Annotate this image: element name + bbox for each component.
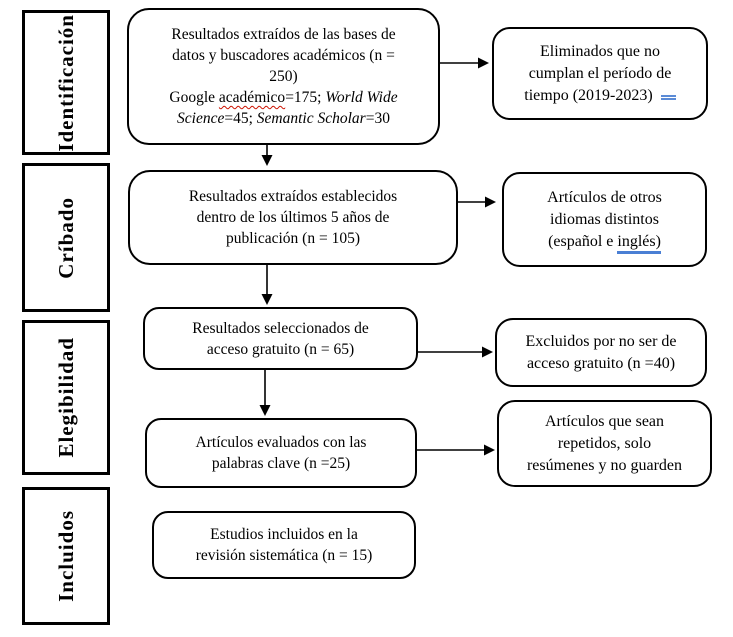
flow-box-keywords-line1: Artículos evaluados con las xyxy=(195,434,367,451)
stage-box-elegibilidad: Elegibilidad xyxy=(22,320,110,475)
text-semantic-scholar: Semantic Scholar xyxy=(256,110,366,127)
flow-box-sources-line4: Google académico=175; World Wide xyxy=(129,87,438,108)
flow-box-included: Estudios incluidos en la revisión sistem… xyxy=(152,511,416,579)
exclusion-box-not-free: Excluidos por no ser de acceso gratuito … xyxy=(495,318,707,387)
exclusion-box-repeated-line3: resúmenes y no guarden xyxy=(526,456,683,474)
grammar-mark-icon xyxy=(660,94,676,100)
flow-box-sources-line1: Resultados extraídos de las bases de xyxy=(171,26,396,43)
exclusion-box-repeated: Artículos que sean repetidos, solo resúm… xyxy=(497,400,712,487)
flow-box-sources-line3: 250) xyxy=(269,68,298,85)
flow-box-last-5-years-line1: Resultados extraídos establecidos xyxy=(188,188,398,205)
flow-box-keywords-line2: palabras clave (n =25) xyxy=(211,455,351,472)
stage-label-elegibilidad: Elegibilidad xyxy=(53,337,78,458)
flow-box-free-access-line1: Resultados seleccionados de xyxy=(192,319,369,337)
flow-box-free-access-line2: acceso gratuito (n = 65) xyxy=(206,340,355,358)
flow-box-last-5-years: Resultados extraídos establecidos dentro… xyxy=(128,170,458,265)
flow-box-last-5-years-line3: publicación (n = 105) xyxy=(226,230,360,247)
text-30: =30 xyxy=(365,110,390,127)
stage-label-identificacion: Identificación xyxy=(53,13,78,152)
stage-box-identificacion: Identificación xyxy=(22,10,110,155)
flow-box-last-5-years-line2: dentro de los últimos 5 años de xyxy=(196,209,390,226)
stage-label-incluidos: Incluidos xyxy=(53,510,78,602)
grammar-underline-ingles: inglés) xyxy=(617,232,661,252)
spell-error-academico: académico xyxy=(218,89,286,106)
text-espanol: (español e xyxy=(548,232,618,250)
exclusion-box-languages-line2: idiomas distintos xyxy=(550,210,659,228)
exclusion-box-not-free-line1: Excluidos por no ser de xyxy=(525,332,677,350)
text-google: Google xyxy=(169,89,219,106)
stage-label-cribado: Críbado xyxy=(53,196,78,279)
exclusion-box-languages-line3: (español e inglés) xyxy=(504,231,705,253)
exclusion-box-repeated-line2: repetidos, solo xyxy=(557,434,652,452)
text-tiempo: tiempo (2019-2023) xyxy=(524,86,653,104)
flow-box-sources-line5: Science=45; Semantic Scholar=30 xyxy=(129,108,438,129)
flow-box-sources-line2: datos y buscadores académicos (n = xyxy=(172,47,395,64)
text-world-wide: World Wide xyxy=(325,89,398,106)
exclusion-box-period-line3: tiempo (2019-2023) xyxy=(494,85,706,107)
text-45: =45; xyxy=(224,110,257,127)
exclusion-box-period: Eliminados que no cumplan el período de … xyxy=(492,27,708,120)
exclusion-box-languages-line1: Artículos de otros xyxy=(547,188,662,206)
exclusion-box-not-free-line2: acceso gratuito (n =40) xyxy=(526,354,676,372)
stage-box-incluidos: Incluidos xyxy=(22,487,110,625)
exclusion-box-languages: Artículos de otros idiomas distintos (es… xyxy=(502,172,707,267)
flow-box-included-line1: Estudios incluidos en la xyxy=(210,526,358,543)
text-175: =175; xyxy=(285,89,326,106)
text-science: Science xyxy=(177,110,225,127)
flow-box-included-line2: revisión sistemática (n = 15) xyxy=(195,547,373,564)
flow-box-free-access: Resultados seleccionados de acceso gratu… xyxy=(143,307,418,370)
exclusion-box-period-line2: cumplan el período de xyxy=(528,64,672,82)
stage-box-cribado: Críbado xyxy=(22,163,110,312)
flow-box-sources: Resultados extraídos de las bases de dat… xyxy=(127,8,440,145)
exclusion-box-period-line1: Eliminados que no xyxy=(540,42,660,60)
flow-box-keywords: Artículos evaluados con las palabras cla… xyxy=(145,418,417,488)
exclusion-box-repeated-line1: Artículos que sean xyxy=(544,412,665,430)
